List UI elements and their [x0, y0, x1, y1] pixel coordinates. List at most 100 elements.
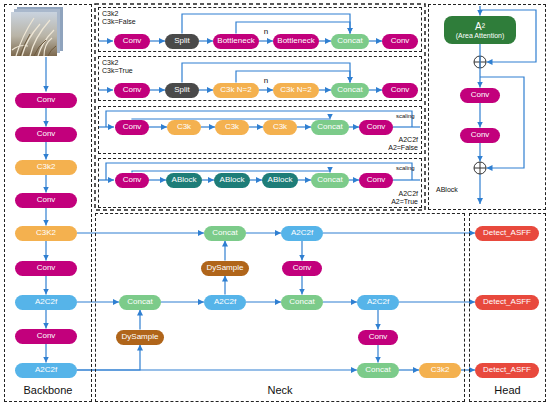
module-box: Conv — [460, 128, 500, 143]
module-label: Conv — [123, 86, 142, 95]
module-box: Conv — [15, 127, 77, 142]
flow-arrow — [349, 126, 359, 127]
group-title: C3k2 C3k=True — [102, 59, 142, 75]
flow-arrow — [150, 40, 165, 41]
flow-arrow — [319, 40, 331, 41]
flow-arrow — [149, 126, 167, 127]
module-label: C3k2 — [431, 366, 450, 375]
module-label: Conv — [37, 264, 56, 273]
module-box: A2C2f — [357, 295, 399, 310]
flow-arrow — [479, 103, 480, 128]
module-box: A2C2f — [15, 295, 77, 310]
flow-arrow — [201, 126, 215, 127]
flow-arrow — [461, 369, 475, 370]
group-region: A2C2f A2=False Conv C3k C3k C3k Concat Conv — [98, 106, 422, 154]
module-label: A2C2f — [35, 298, 57, 307]
layout-wires — [46, 6, 536, 204]
module-box: C3k2 — [419, 363, 461, 378]
module-label: ABlock — [172, 176, 197, 185]
module-label: Conv — [37, 196, 56, 205]
module-box: A2C2f — [281, 226, 323, 241]
flow-arrow — [45, 344, 46, 363]
module-label: Concat — [212, 229, 237, 238]
flow-arrow — [45, 142, 46, 160]
module-label: Split — [174, 86, 190, 95]
flow-arrow — [77, 345, 140, 371]
flow-arrow — [399, 301, 475, 302]
module-label: C3k N=2 — [280, 86, 311, 95]
module-box: Conv — [359, 120, 393, 135]
flow-arrow — [45, 241, 46, 261]
flow-arrow — [150, 89, 165, 90]
module-label: Conv — [471, 91, 490, 100]
group-region: A2C2f A2=TrueConvABlockABlockABlockConca… — [98, 158, 422, 208]
flow-arrow — [224, 241, 225, 261]
module-box: Concat — [311, 120, 349, 135]
flow-arrow — [246, 232, 281, 233]
input-photo — [11, 7, 63, 56]
module-box: C3k — [263, 120, 297, 135]
module-label: C3k — [177, 123, 191, 132]
flow-arrow — [250, 179, 262, 180]
module-box: Concat — [331, 34, 369, 49]
flow-arrow — [369, 40, 382, 41]
flow-arrow — [259, 89, 273, 90]
flow-arrow — [45, 208, 46, 226]
module-label: Detect_ASFF — [483, 229, 531, 238]
module-box: ABlock — [166, 173, 202, 188]
module-label: Split — [174, 37, 190, 46]
module-label: A2C2f — [35, 366, 57, 375]
module-box: Concat — [357, 363, 399, 378]
module-box: Conv — [358, 330, 398, 345]
module-label: Conv — [367, 176, 386, 185]
group-region: HeadDetect_ASFFDetect_ASFFDetect_ASFF — [469, 213, 546, 402]
group-region: ABlockA²(Area Attention)ConvConv — [428, 4, 546, 210]
module-label: Conv — [37, 130, 56, 139]
module-label: C3k — [225, 123, 239, 132]
module-box: Detect_ASFF — [475, 363, 539, 378]
flow-arrow — [45, 175, 46, 193]
module-box: A²(Area Attention) — [444, 16, 516, 44]
module-label: Conv — [391, 37, 410, 46]
flow-arrow — [246, 301, 281, 302]
module-label: DySample — [122, 333, 159, 342]
module-box: Conv — [115, 120, 149, 135]
module-box: C3k — [167, 120, 201, 135]
module-box: DySample — [201, 261, 249, 276]
flow-arrow — [369, 89, 382, 90]
module-label: ABlock — [268, 176, 293, 185]
flow-arrow — [249, 126, 263, 127]
flow-arrow — [77, 301, 119, 302]
module-label: DySample — [207, 264, 244, 273]
module-label: Conv — [123, 123, 142, 132]
module-label: Conv — [367, 123, 386, 132]
group-region: C3k2 C3k=FalseConvSplitBottleneckBottlen… — [98, 7, 422, 52]
flow-arrow — [349, 179, 359, 180]
module-box: C3k — [215, 120, 249, 135]
module-box: Conv — [15, 193, 77, 208]
group-title: A2C2f A2=False — [378, 136, 418, 152]
flow-arrow — [77, 232, 204, 233]
scaling-note: scaling — [396, 165, 415, 171]
module-label: A2C2f — [367, 298, 389, 307]
module-box: Concat — [119, 295, 161, 310]
module-box: Conv — [382, 34, 418, 49]
module-label: A2C2f — [214, 298, 236, 307]
flow-arrow — [161, 301, 204, 302]
group-title: Neck — [95, 384, 465, 397]
module-label: Concat — [337, 37, 362, 46]
repeat-count: n — [256, 27, 276, 36]
flow-arrow — [377, 310, 378, 330]
module-label: C3k N=2 — [220, 86, 251, 95]
flow-arrow — [45, 276, 46, 295]
module-label: Detect_ASFF — [483, 366, 531, 375]
module-label: Detect_ASFF — [483, 298, 531, 307]
module-label: A2C2f — [291, 229, 313, 238]
module-label: Concat — [317, 123, 342, 132]
module-box: C3k2 — [15, 160, 77, 175]
module-box: Conv — [460, 88, 500, 103]
module-label: C3k2 — [37, 163, 56, 172]
flow-arrow — [224, 276, 225, 295]
module-box: Concat — [204, 226, 246, 241]
